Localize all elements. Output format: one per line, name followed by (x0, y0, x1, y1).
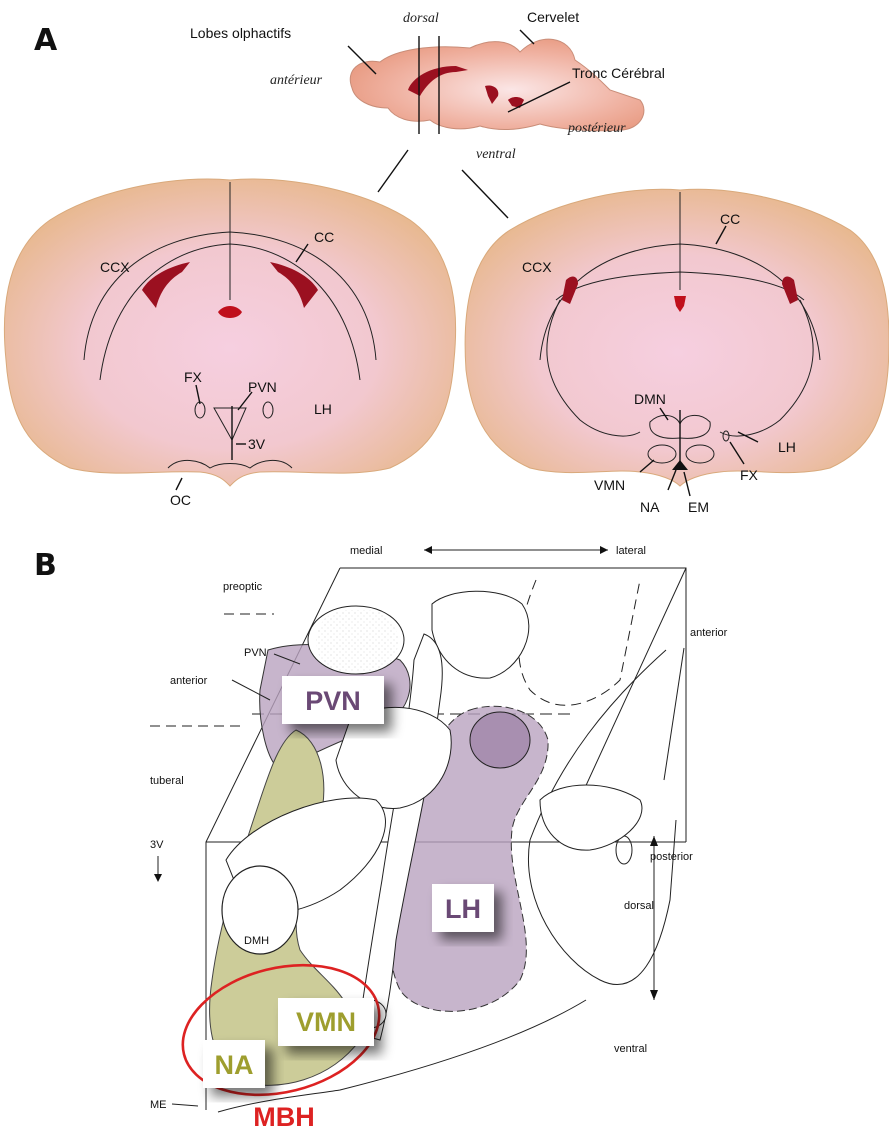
label-cervelet: Cervelet (527, 9, 579, 25)
sagittal-outline (350, 39, 644, 131)
na-box-text: NA (215, 1050, 254, 1080)
connector-right (462, 170, 508, 218)
label-3v: 3V (150, 839, 164, 851)
right-label-em: EM (688, 499, 709, 515)
na-box: NA (203, 1040, 265, 1088)
lh-top-nucleus (470, 712, 530, 768)
label-anterior-right: anterior (690, 627, 728, 639)
label-dorsal: dorsal (403, 11, 439, 26)
right-label-lh: LH (778, 439, 796, 455)
label-tronc: Tronc Cérébral (572, 65, 665, 81)
label-ventral: ventral (476, 147, 516, 162)
vmn-box-text: VMN (296, 1007, 356, 1037)
arrowhead-lateral (600, 546, 608, 554)
coronal-section-left: CCX CC FX PVN LH 3V OC (4, 179, 455, 508)
label-anterior-left: anterior (170, 675, 208, 687)
label-dmh: DMH (244, 935, 269, 947)
arrowhead-medial (424, 546, 432, 554)
label-pvn-small: PVN (244, 647, 267, 659)
left-label-oc: OC (170, 492, 191, 508)
preoptic-stipple (316, 610, 398, 672)
pvn-box-text: PVN (305, 686, 361, 716)
label-anterieur: antérieur (270, 73, 323, 88)
right-label-dmn: DMN (634, 391, 666, 407)
right-band (540, 785, 642, 850)
panel-a-letter: A (34, 23, 58, 58)
label-tuberal: tuberal (150, 775, 184, 787)
arrowhead-ventral (650, 990, 658, 1000)
left-label-ccx: CCX (100, 259, 130, 275)
right-label-na: NA (640, 499, 660, 515)
panel-b-letter: B (34, 548, 57, 583)
left-label-pvn: PVN (248, 379, 277, 395)
connector-left (378, 150, 408, 192)
lh-box: LH (432, 884, 494, 932)
right-label-cc: CC (720, 211, 740, 227)
leader-cervelet (520, 30, 534, 44)
anterior-posterior-arrow (664, 648, 684, 780)
left-label-lh: LH (314, 401, 332, 417)
panel-a: A Lobes olphactifs dorsal Cervelet Tronc… (4, 9, 889, 515)
pvn-box: PVN (282, 676, 384, 724)
right-label-vmn: VMN (594, 477, 625, 493)
left-label-cc: CC (314, 229, 334, 245)
label-posterior: posterior (650, 851, 693, 863)
right-brain-shape (465, 189, 889, 486)
arrowhead-dorsal (650, 836, 658, 846)
leader-me (172, 1104, 198, 1106)
coronal-section-right: CCX CC DMN LH FX VMN NA EM (465, 189, 889, 515)
label-posterieur: postérieur (567, 121, 626, 136)
label-dorsal: dorsal (624, 900, 654, 912)
right-label-ccx: CCX (522, 259, 552, 275)
dashed-lateral-contour (519, 580, 640, 705)
label-me: ME (150, 1099, 167, 1111)
panel-b: B medial lateral (34, 545, 728, 1132)
lateral-nucleus (432, 591, 529, 678)
vmn-box: VMN (278, 998, 374, 1046)
label-medial: medial (350, 545, 382, 557)
lh-box-text: LH (445, 894, 481, 924)
label-mbh: MBH (253, 1102, 315, 1132)
label-lobes: Lobes olphactifs (190, 25, 291, 41)
left-label-3v: 3V (248, 436, 266, 452)
leader-left-oc (176, 478, 182, 490)
label-preoptic: preoptic (223, 581, 263, 593)
right-label-fx: FX (740, 467, 759, 483)
label-ventral: ventral (614, 1043, 647, 1055)
label-lateral: lateral (616, 545, 646, 557)
arrowhead-3v (154, 874, 162, 882)
left-label-fx: FX (184, 369, 203, 385)
